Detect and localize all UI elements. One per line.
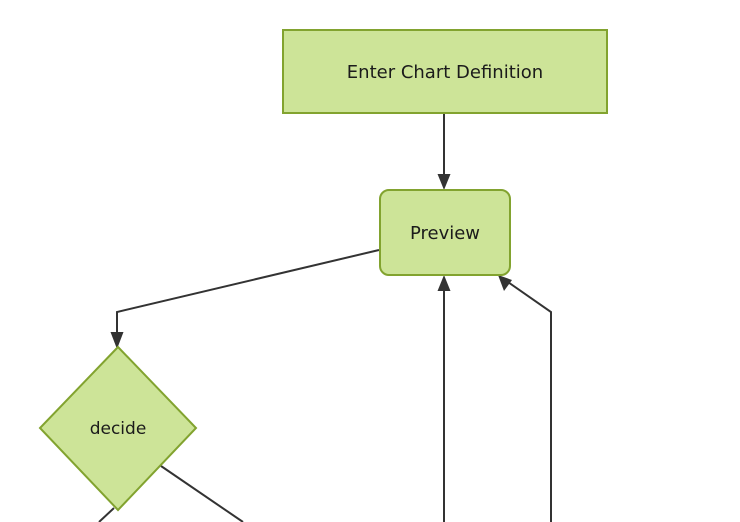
edge-line	[98, 507, 115, 522]
node-label-preview: Preview	[410, 223, 480, 244]
edge-line	[504, 279, 552, 522]
node-label-decide: decide	[90, 419, 147, 439]
node-enter-chart-definition[interactable]: Enter Chart Definition	[282, 29, 608, 114]
node-shape-diamond[interactable]	[38, 345, 198, 512]
arrow-head-icon	[498, 275, 512, 291]
node-label-enter-chart-definition: Enter Chart Definition	[347, 62, 543, 83]
arrow-head-icon	[437, 275, 451, 291]
edge-line	[160, 465, 244, 522]
edge-return-center-to-preview	[437, 275, 451, 522]
arrow-head-icon	[110, 332, 124, 349]
node-decide[interactable]: decide	[38, 345, 198, 512]
edge-enter-to-preview	[437, 113, 451, 190]
edge-preview-to-decide	[110, 249, 380, 349]
node-shape-rectangle[interactable]	[282, 29, 608, 114]
edge-line	[116, 249, 380, 339]
edge-return-right-to-preview	[498, 275, 552, 522]
arrow-head-icon	[437, 174, 451, 190]
node-preview[interactable]: Preview	[379, 189, 511, 276]
edge-decide-out-left	[98, 507, 115, 522]
node-shape-rounded-rectangle[interactable]	[379, 189, 511, 276]
edge-decide-out-right	[160, 465, 244, 522]
